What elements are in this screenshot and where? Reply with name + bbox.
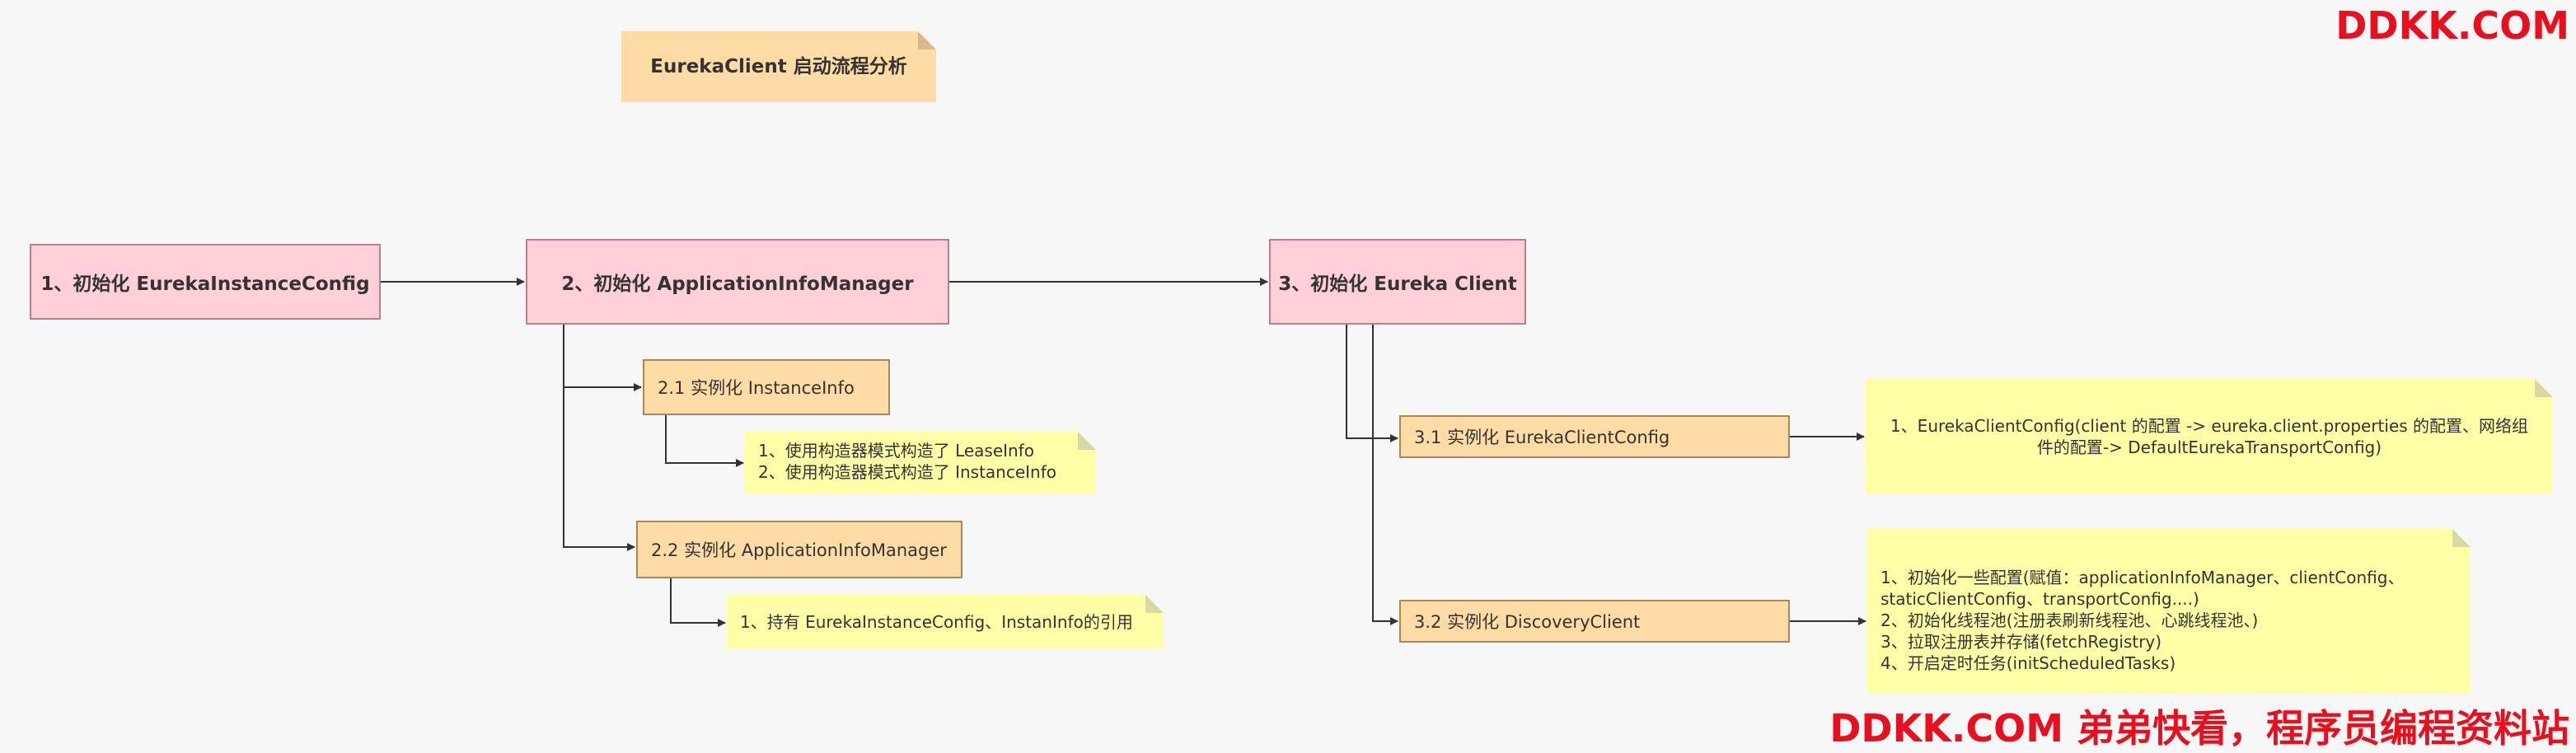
node-application-info-manager: 2.2 实例化 ApplicationInfoManager	[636, 521, 962, 578]
node-init-application-info-manager: 2、初始化 ApplicationInfoManager	[526, 239, 949, 325]
node-label: 2.1 实例化 InstanceInfo	[658, 378, 855, 398]
node-init-eureka-instance-config: 1、初始化 EurekaInstanceConfig	[30, 244, 381, 320]
note-line: 3、拉取注册表并存储(fetchRegistry)	[1880, 632, 2162, 652]
watermark-top: DDKK.COM	[2335, 3, 2569, 48]
note-application-info-manager: 1、持有 EurekaInstanceConfig、InstanInfo的引用	[727, 595, 1164, 649]
note-eureka-client-config: 1、EurekaClientConfig(client 的配置 -> eurek…	[1866, 379, 2553, 494]
node-label: 3.2 实例化 DiscoveryClient	[1414, 612, 1641, 632]
note-line: 4、开启定时任务(initScheduledTasks)	[1880, 653, 2176, 673]
edge-n21-note21	[665, 415, 744, 467]
edge-n3-n31	[1346, 325, 1398, 442]
note-line: 1、EurekaClientConfig(client 的配置 -> eurek…	[1890, 416, 2529, 436]
node-label: 3、初始化 Eureka Client	[1278, 274, 1517, 295]
note-line: 1、使用构造器模式构造了 LeaseInfo	[758, 441, 1035, 461]
node-eureka-client-config: 3.1 实例化 EurekaClientConfig	[1399, 415, 1790, 458]
watermark-bottom: DDKK.COM 弟弟快看，程序员编程资料站	[1829, 706, 2569, 751]
note-discovery-client: 1、初始化一些配置(赋值：applicationInfoManager、clie…	[1867, 529, 2471, 694]
edge-n2-n21	[563, 325, 642, 391]
note-line: 1、初始化一些配置(赋值：applicationInfoManager、clie…	[1880, 568, 2405, 587]
node-init-eureka-client: 3、初始化 Eureka Client	[1269, 239, 1526, 325]
note-instance-info: 1、使用构造器模式构造了 LeaseInfo 2、使用构造器模式构造了 Inst…	[745, 432, 1096, 494]
edge-n22-note22	[670, 578, 726, 627]
node-label: 1、初始化 EurekaInstanceConfig	[40, 274, 370, 295]
diagram-title-text: EurekaClient 启动流程分析	[650, 56, 907, 77]
node-instance-info: 2.1 实例化 InstanceInfo	[643, 359, 890, 415]
node-discovery-client: 3.2 实例化 DiscoveryClient	[1399, 600, 1790, 643]
note-line: 2、初始化线程池(注册表刷新线程池、心跳线程池、)	[1880, 610, 2259, 630]
edge-n3-n32	[1372, 325, 1398, 625]
note-line: 件的配置-> DefaultEurekaTransportConfig)	[2036, 437, 2382, 457]
node-label: 2、初始化 ApplicationInfoManager	[561, 274, 914, 295]
note-line: staticClientConfig、transportConfig....)	[1880, 589, 2199, 609]
note-line: 1、持有 EurekaInstanceConfig、InstanInfo的引用	[740, 612, 1133, 632]
edge-n2-n22	[563, 325, 635, 551]
note-line: 2、使用构造器模式构造了 InstanceInfo	[758, 462, 1057, 482]
node-label: 3.1 实例化 EurekaClientConfig	[1414, 428, 1670, 447]
diagram-title: EurekaClient 启动流程分析	[621, 31, 936, 102]
node-label: 2.2 实例化 ApplicationInfoManager	[651, 540, 947, 560]
